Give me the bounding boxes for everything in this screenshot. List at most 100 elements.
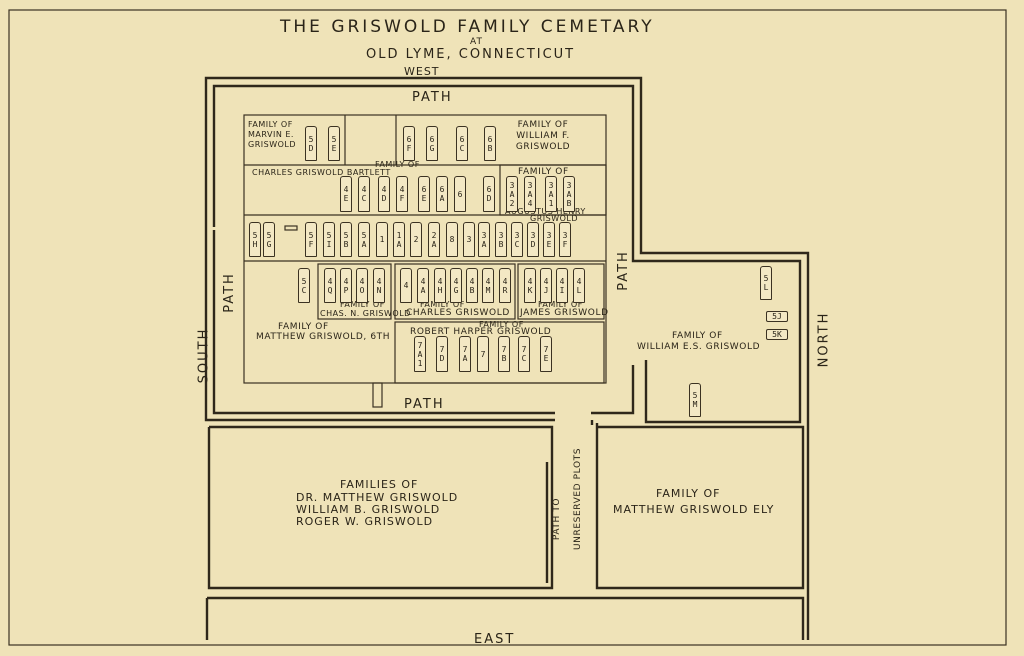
charles-plot	[394, 263, 516, 320]
page-border	[8, 9, 1007, 646]
headstone-6: 6	[454, 176, 466, 212]
compass-north: NORTH	[816, 311, 832, 368]
headstone-8: 8	[446, 222, 458, 257]
inner-north-wall	[212, 84, 802, 424]
label-ely-1: FAMILY OF	[656, 487, 721, 500]
headstone-1: 1	[376, 222, 388, 257]
compass-west: WEST	[404, 65, 440, 78]
label-james-1: FAMILY OF	[538, 300, 583, 309]
label-marvin: FAMILY OF MARVIN E. GRISWOLD	[248, 120, 297, 149]
headstone-5j: 5J	[766, 311, 788, 322]
path-unreserved-line1: PATH TO	[552, 497, 563, 541]
label-matthew6-1: FAMILY OF	[278, 322, 329, 332]
path-unreserved-line2: UNRESERVED PLOTS	[573, 447, 583, 550]
label-william-es-2: WILLIAM E.S. GRISWOLD	[637, 342, 761, 352]
map-title: THE GRISWOLD FAMILY CEMETARY	[280, 17, 655, 37]
path-label-bottom: PATH	[404, 397, 445, 412]
outer-north-wall	[204, 76, 810, 640]
path-label-left: PATH	[221, 272, 237, 313]
label-robert-2: ROBERT HARPER GRISWOLD	[410, 327, 552, 337]
label-dr-4: ROGER W. GRISWOLD	[296, 515, 434, 528]
james-plot	[517, 263, 605, 320]
label-matthew6-2: MATTHEW GRISWOLD, 6TH	[256, 332, 391, 342]
label-charles-1: FAMILY OF	[420, 300, 465, 309]
label-william-f: FAMILY OF WILLIAM F. GRISWOLD	[515, 120, 571, 152]
label-chas-n-2: CHAS. N. GRISWOLD	[320, 309, 411, 318]
label-augustus-3: GRISWOLD	[530, 214, 579, 223]
lower-left-plot	[207, 425, 554, 590]
path-label-right: PATH	[615, 250, 631, 291]
se-corner	[591, 365, 635, 415]
plot-outlines	[243, 114, 607, 408]
marker-flat	[284, 225, 298, 231]
east-path-top	[207, 596, 805, 640]
headstone-7: 7	[477, 336, 489, 372]
label-dr-3: WILLIAM B. GRISWOLD	[296, 503, 441, 516]
augustus-plot	[499, 164, 607, 216]
headstone-5k: 5K	[766, 329, 788, 340]
label-robert-1: FAMILY OF	[479, 320, 524, 329]
subtitle-place: OLD LYME, CONNECTICUT	[366, 47, 576, 62]
label-dr-2: DR. MATTHEW GRISWOLD	[296, 491, 459, 504]
inner-south-wall	[212, 230, 555, 415]
label-charles-2: CHARLES GRISWOLD	[406, 308, 510, 318]
compass-east: EAST	[474, 632, 516, 647]
path-label-top: PATH	[412, 90, 453, 105]
headstone-4: 4	[400, 268, 412, 303]
label-augustus-1: FAMILY OF	[518, 167, 569, 177]
label-james-2: JAMES GRISWOLD	[520, 308, 609, 318]
compass-south: SOUTH	[196, 327, 212, 384]
lower-right-plot	[595, 423, 805, 590]
label-ely-2: MATTHEW GRISWOLD ELY	[613, 503, 775, 516]
